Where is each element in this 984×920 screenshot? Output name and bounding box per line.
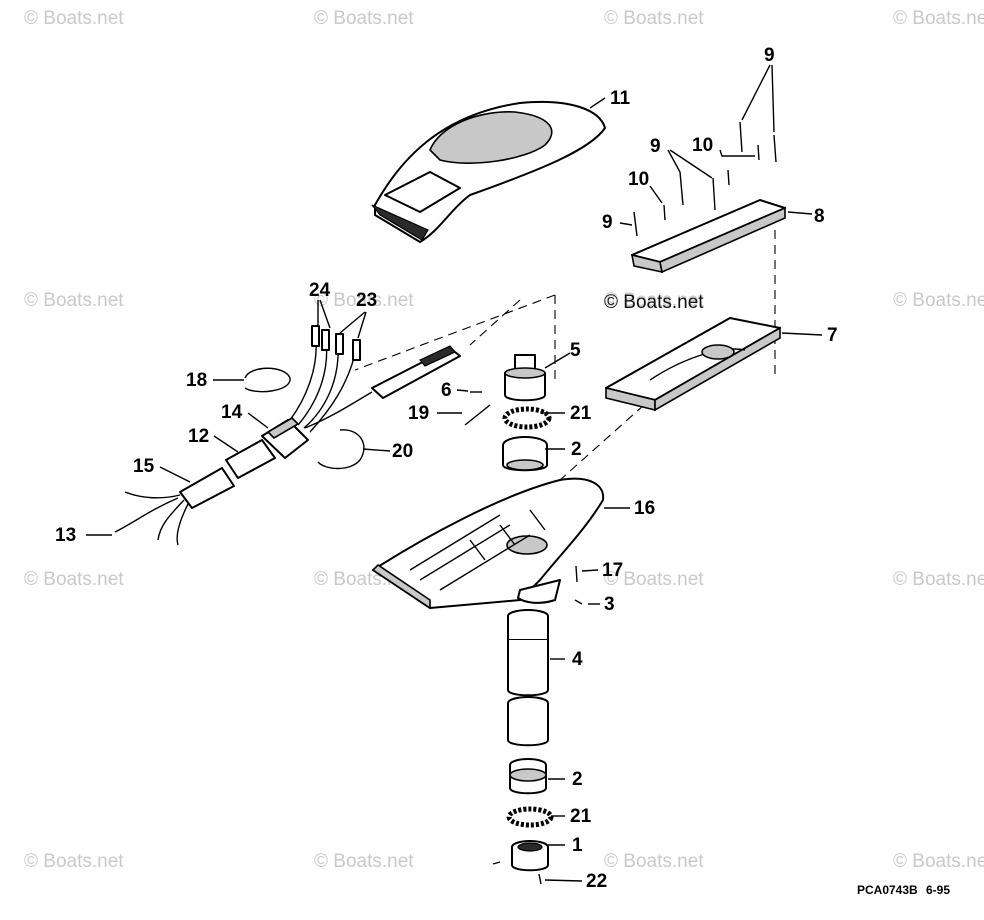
callout-label: 7: [827, 325, 838, 346]
part-11-cover: [371, 100, 606, 243]
watermark-text: © Boats.net: [604, 851, 704, 872]
callout-label: 2: [572, 769, 583, 790]
part-1-collar: [511, 840, 549, 872]
part-16-base: [371, 477, 605, 610]
callout-label: 5: [570, 340, 581, 361]
callout-label: 11: [610, 88, 631, 109]
callout-label: 1: [572, 835, 583, 856]
watermark-text: © Boats.net: [314, 851, 414, 872]
watermark-text: © Boats.net: [314, 290, 414, 311]
callout-label: 24: [309, 280, 331, 301]
part-8-rail: [630, 199, 786, 274]
callout-label: 15: [133, 456, 155, 477]
drawing-date: 6-95: [926, 883, 950, 897]
callout-label: 10: [692, 135, 713, 156]
drawing-code: PCA0743B: [857, 883, 918, 897]
callout-label: 9: [602, 212, 613, 233]
part-4-tube: [507, 609, 549, 747]
callout-labels: 9 11 10 9 10 9 8 24 23 7 5 18 6 14 19 21…: [55, 45, 838, 892]
watermark-text: © Boats.net: [314, 8, 414, 29]
watermark-text: © Boats.net: [893, 851, 984, 872]
watermark-text: © Boats.net: [604, 290, 704, 311]
watermark-text: © Boats.net: [24, 569, 124, 590]
callout-label: 23: [356, 290, 377, 311]
center-watermark: © Boats.net: [604, 292, 704, 313]
part-2-bearing-upper: [502, 436, 548, 472]
callout-label: 21: [570, 806, 592, 827]
watermark-text: © Boats.net: [24, 290, 124, 311]
callout-label: 3: [604, 594, 615, 615]
watermark-text: © Boats.net: [604, 8, 704, 29]
watermark-grid: © Boats.net © Boats.net © Boats.net © Boats…: [24, 8, 984, 872]
callout-label: 22: [586, 871, 607, 892]
callout-label: 9: [764, 45, 775, 66]
callout-label: 8: [814, 206, 825, 227]
callout-label: 21: [570, 403, 592, 424]
part-2-bearing-lower: [509, 758, 547, 795]
callout-label: 6: [441, 380, 452, 401]
watermark-text: © Boats.net: [893, 8, 984, 29]
callout-label: 17: [602, 560, 623, 581]
watermark-text: © Boats.net: [893, 569, 984, 590]
cable-harness: [114, 325, 461, 546]
callout-label: 10: [628, 169, 649, 190]
screws-9-10: [633, 121, 777, 237]
callout-label: 13: [55, 525, 76, 546]
part-21-ring-lower: [506, 806, 554, 828]
part-5-gear: [504, 354, 546, 402]
callout-label: 14: [221, 402, 243, 423]
callout-label: 20: [392, 441, 413, 462]
callout-label: 2: [571, 439, 582, 460]
watermark-text: © Boats.net: [893, 290, 984, 311]
watermark-text: © Boats.net: [24, 8, 124, 29]
callout-label: 18: [186, 370, 207, 391]
part-7-plate: [605, 317, 781, 412]
callout-label: 4: [572, 649, 583, 670]
callout-label: 19: [408, 403, 429, 424]
part-21-ring-upper: [502, 406, 552, 430]
callout-label: 16: [634, 498, 655, 519]
watermark-text: © Boats.net: [604, 569, 704, 590]
leader-lines: [86, 64, 823, 882]
callout-label: 12: [188, 426, 209, 447]
callout-label: 9: [650, 136, 661, 157]
watermark-text: © Boats.net: [24, 851, 124, 872]
